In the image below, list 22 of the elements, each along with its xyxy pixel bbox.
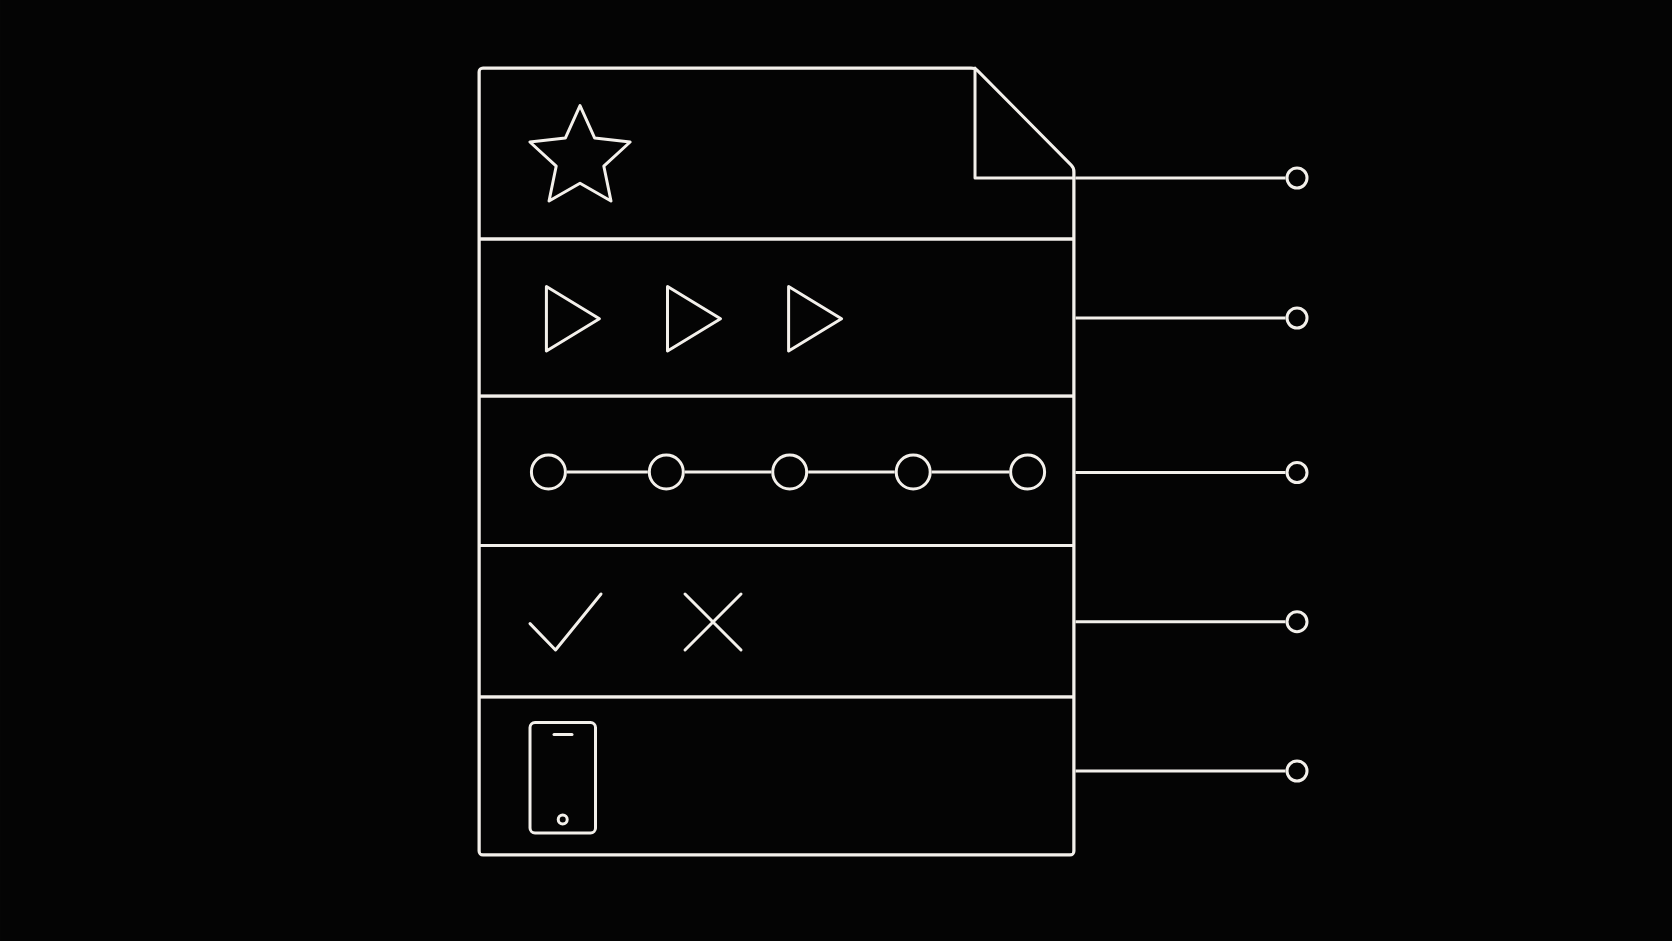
end-circle xyxy=(1285,759,1309,783)
leader-line xyxy=(1075,769,1286,773)
end-circle xyxy=(1285,306,1309,330)
timeline-circle xyxy=(1009,453,1047,491)
end-circle xyxy=(1285,610,1309,634)
end-circle xyxy=(1285,461,1309,484)
timeline-circle xyxy=(771,453,809,491)
document-section xyxy=(479,394,1074,547)
leader-line xyxy=(1075,620,1286,624)
timeline-circle xyxy=(647,453,685,491)
document-section xyxy=(479,695,1074,855)
document-page xyxy=(477,66,1076,857)
end-circle xyxy=(1285,166,1309,190)
connector-line xyxy=(931,470,1010,474)
connector-line xyxy=(566,470,648,474)
timeline-circle xyxy=(894,453,932,491)
timeline-circle xyxy=(529,453,567,491)
leader-line xyxy=(1075,471,1286,474)
leader-line xyxy=(1075,176,1286,180)
connector-line xyxy=(684,470,772,474)
leader-line xyxy=(1075,316,1286,320)
connector-line xyxy=(808,470,895,474)
